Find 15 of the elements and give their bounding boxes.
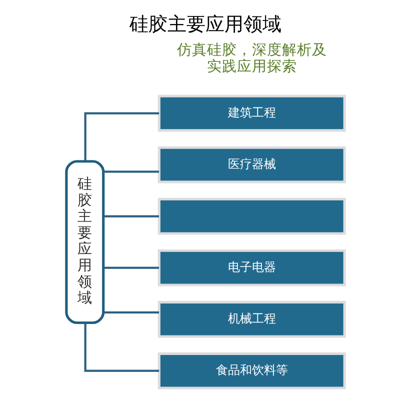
connector: [84, 112, 160, 162]
connector: [103, 311, 160, 314]
connector: [103, 215, 160, 218]
diagram-title: 硅胶主要应用领域: [130, 14, 282, 36]
connector: [103, 170, 160, 173]
connector: [84, 322, 160, 372]
node-box: 医疗器械: [158, 146, 346, 184]
node-box: 机械工程: [158, 300, 346, 338]
node-box: 电子电器: [158, 249, 346, 286]
caption: 仿真硅胶，深度解析及实践应用探索: [176, 42, 327, 75]
node-box: 硅胶主要应用领域: [65, 160, 105, 324]
node-box: 食品和饮料等: [158, 352, 346, 390]
node-box: 建筑工程: [158, 94, 346, 132]
node-box: [158, 198, 346, 235]
connector: [103, 266, 160, 269]
